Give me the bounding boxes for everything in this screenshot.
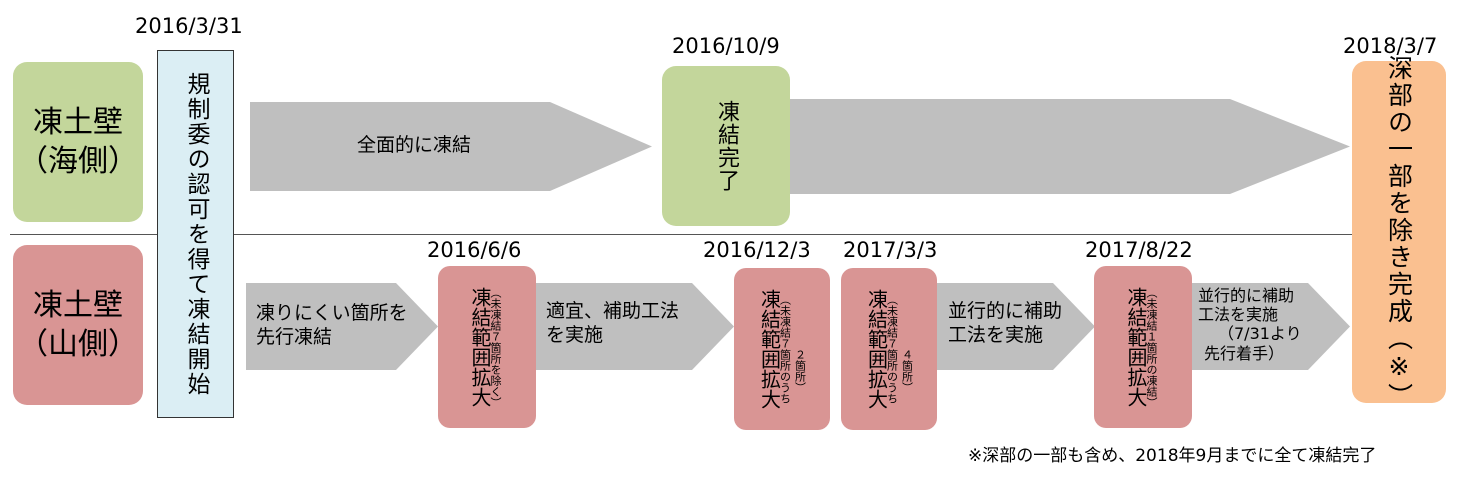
date-2016-12-03: 2016/12/3 <box>703 238 811 262</box>
lane-label-sea-line1: 凍土壁 <box>33 105 123 140</box>
arrow-mountain-1: 凍りにくい箇所を 先行凍結 <box>246 283 438 370</box>
arrow-sea-full-freeze: 全面的に凍結 <box>250 102 652 191</box>
approval-box: 規制委の認可を得て凍結開始 <box>157 50 234 418</box>
lane-label-sea: 凍土壁 （海側） <box>13 62 143 222</box>
stage-box-20170303-sub2: ４箇所） <box>900 349 914 393</box>
arrow-mountain-4-label: 並行的に補助 工法を実施 （7/31より 先行着手） <box>1198 286 1302 363</box>
freeze-complete-text: 凍結完了 <box>714 100 739 192</box>
date-2016-03-31: 2016/3/31 <box>135 14 243 38</box>
stage-box-20170822-sub: （未凍結１箇所の凍結） <box>1145 286 1158 408</box>
arrow-mountain-2-line1: 適宜、補助工法 <box>546 300 680 322</box>
date-2018-03-07: 2018/3/7 <box>1343 34 1438 58</box>
stage-box-20160606-main: 凍結範囲拡大 <box>468 287 492 407</box>
stage-box-20170822-main: 凍結範囲拡大 <box>1124 287 1148 407</box>
arrow-mountain-4-line2: 工法を実施 <box>1198 305 1279 325</box>
date-2016-10-09: 2016/10/9 <box>672 34 780 58</box>
arrow-mountain-2: 適宜、補助工法 を実施 <box>536 283 734 370</box>
arrow-mountain-1-line2: 先行凍結 <box>256 325 333 348</box>
stage-box-20161203: 凍結範囲拡大 （未凍結７箇所のうち ２箇所） <box>734 268 830 430</box>
arrow-mountain-1-label: 凍りにくい箇所を 先行凍結 <box>256 302 408 350</box>
arrow-mountain-4: 並行的に補助 工法を実施 （7/31より 先行着手） <box>1190 283 1350 370</box>
arrow-mountain-2-label: 適宜、補助工法 を実施 <box>546 300 679 348</box>
final-completion-box: 深部の一部を除き完成（※） <box>1352 55 1446 410</box>
footnote: ※深部の一部も含め、2018年9月までに全て凍結完了 <box>968 446 1377 466</box>
freeze-complete-box: 凍結完了 <box>662 66 790 226</box>
stage-box-20170303: 凍結範囲拡大 （未凍結７箇所のうち ４箇所） <box>841 268 937 430</box>
arrow-mountain-4-line1: 並行的に補助 <box>1198 286 1295 305</box>
arrow-mountain-3: 並行的に補助 工法を実施 <box>935 283 1095 370</box>
arrow-mountain-3-label: 並行的に補助 工法を実施 <box>948 300 1062 348</box>
stage-box-20161203-sub2: ２箇所） <box>793 349 807 393</box>
lane-label-mountain-line1: 凍土壁 <box>33 288 123 323</box>
lane-label-sea-line2: （海側） <box>18 144 138 179</box>
arrow-mountain-3-line2: 工法を実施 <box>948 323 1044 346</box>
arrow-mountain-1-line1: 凍りにくい箇所を <box>256 302 408 324</box>
date-2016-06-06: 2016/6/6 <box>427 238 522 262</box>
arrow-sea-to-completion <box>790 99 1350 194</box>
arrow-sea-full-freeze-label: 全面的に凍結 <box>357 134 472 156</box>
stage-box-20161203-sub1: （未凍結７箇所のうち <box>778 294 792 404</box>
lane-label-mountain: 凍土壁 （山側） <box>13 245 143 405</box>
stage-box-20160606: 凍結範囲拡大 （未凍結７箇所を除く） <box>438 266 536 428</box>
date-2017-03-03: 2017/3/3 <box>843 238 938 262</box>
arrow-mountain-4-line3: （7/31より <box>1218 324 1302 344</box>
lane-label-mountain-line2: （山側） <box>18 327 138 362</box>
stage-box-20170303-sub1: （未凍結７箇所のうち <box>885 294 899 404</box>
arrow-mountain-3-line1: 並行的に補助 <box>948 300 1063 322</box>
arrow-mountain-4-line4: 先行着手） <box>1204 343 1285 363</box>
stage-box-20161203-main: 凍結範囲拡大 <box>757 289 782 409</box>
approval-text: 規制委の認可を得て凍結開始 <box>183 71 209 397</box>
lane-divider <box>10 234 1440 235</box>
arrow-mountain-2-line2: を実施 <box>546 323 604 346</box>
stage-box-20160606-sub: （未凍結７箇所を除く） <box>489 286 502 408</box>
final-completion-text: 深部の一部を除き完成（※） <box>1384 54 1414 410</box>
stage-box-20170822: 凍結範囲拡大 （未凍結１箇所の凍結） <box>1094 266 1192 428</box>
stage-box-20170303-main: 凍結範囲拡大 <box>864 289 889 409</box>
date-2017-08-22: 2017/8/22 <box>1085 238 1193 262</box>
